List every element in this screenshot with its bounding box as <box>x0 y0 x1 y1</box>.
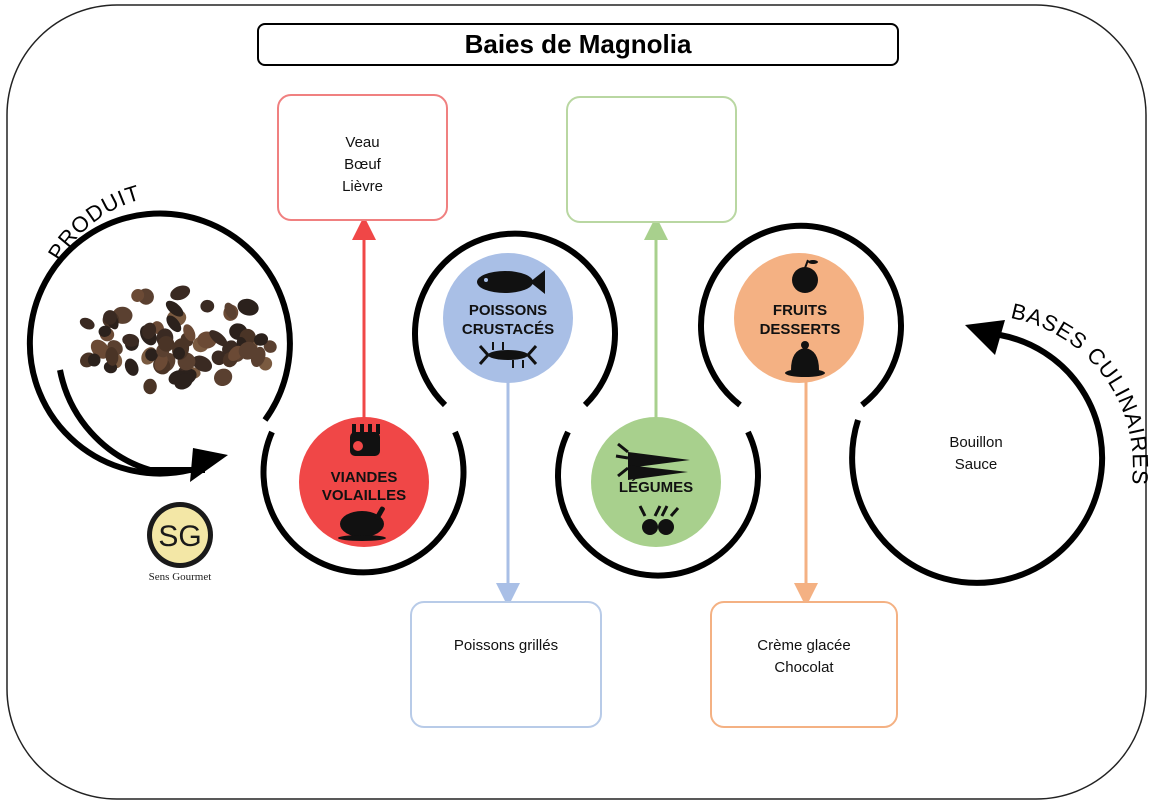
curve-legumes <box>555 430 761 579</box>
meat-rack-icon <box>350 424 380 456</box>
berry <box>166 315 182 333</box>
roast-chicken-icon <box>338 506 386 541</box>
produit-cycle-arrow <box>26 210 293 477</box>
pairing-item: Poissons grillés <box>453 637 559 654</box>
berry <box>87 353 101 367</box>
berry <box>103 310 117 325</box>
curve-viandes <box>260 430 467 576</box>
poissons-line2: CRUSTACÉS <box>462 321 554 338</box>
pairing-item: Chocolat <box>774 659 834 676</box>
berry <box>124 358 139 376</box>
page-title: Baies de Magnolia <box>257 23 899 66</box>
berry <box>263 340 277 353</box>
fruits-line2: DESSERTS <box>760 321 841 338</box>
berry <box>122 333 140 347</box>
fish-icon <box>477 270 545 294</box>
berry <box>200 299 215 313</box>
pairing-box-poissons: Poissons grillés <box>410 601 602 728</box>
sens-gourmet-logo: SG <box>147 502 213 568</box>
viandes-line1: VIANDES <box>331 469 398 486</box>
pairing-box-legumes <box>566 96 737 223</box>
berry <box>183 324 196 342</box>
curve-poissons <box>412 230 618 408</box>
berry <box>214 368 233 387</box>
berry <box>145 348 158 362</box>
fruits-line1: FRUITS <box>773 302 827 319</box>
berry <box>224 302 237 320</box>
bases-arrowhead <box>965 320 1005 355</box>
magnolia-berries-image <box>79 285 277 395</box>
berry <box>253 333 269 346</box>
pairing-item: Lièvre <box>342 178 383 195</box>
viandes-line2: VOLAILLES <box>322 487 406 504</box>
fruits-circle <box>734 253 864 383</box>
produit-arrowhead <box>190 448 228 482</box>
bases-items: Bouillon Sauce <box>926 432 1026 476</box>
category-viandes: VIANDES VOLAILLES <box>299 417 429 547</box>
berry <box>105 347 119 366</box>
berry <box>192 355 213 372</box>
berry <box>237 298 259 316</box>
category-poissons: POISSONS CRUSTACÉS <box>443 253 573 383</box>
berry <box>172 347 186 360</box>
pairing-box-viandes: Veau Bœuf Lièvre <box>277 94 448 221</box>
berry <box>238 341 258 360</box>
berry <box>79 317 95 330</box>
berry <box>170 285 191 301</box>
curve-fruits <box>698 222 904 408</box>
radishes-icon <box>638 505 680 535</box>
berry <box>142 322 157 340</box>
berry <box>98 325 112 337</box>
pairing-item: Bœuf <box>344 156 381 173</box>
svg-text:SG: SG <box>158 520 201 553</box>
dessert-icon <box>785 341 825 377</box>
bases-cycle-arrow <box>849 332 1106 586</box>
poissons-line1: POISSONS <box>469 302 547 319</box>
pairing-box-fruits: Crème glacée Chocolat <box>710 601 898 728</box>
category-legumes: LÉGUMES <box>591 417 721 547</box>
pairing-item: Veau <box>345 134 380 151</box>
bases-item: Sauce <box>954 456 998 473</box>
berry <box>211 350 226 366</box>
berry <box>143 378 157 395</box>
bases-item: Bouillon <box>949 434 1003 451</box>
carrots-icon <box>615 442 690 480</box>
berry <box>131 289 145 302</box>
category-fruits: FRUITS DESSERTS <box>734 253 864 383</box>
berry <box>158 335 175 352</box>
berry <box>209 330 228 347</box>
berry <box>174 373 193 390</box>
berry <box>165 300 184 317</box>
berry <box>154 354 168 371</box>
pairing-item: Crème glacée <box>757 637 851 654</box>
lobster-icon <box>478 342 538 368</box>
viandes-circle <box>299 417 429 547</box>
legumes-line1: LÉGUMES <box>619 479 693 496</box>
apple-icon <box>792 259 818 293</box>
logo-caption: Sens Gourmet <box>148 571 212 583</box>
